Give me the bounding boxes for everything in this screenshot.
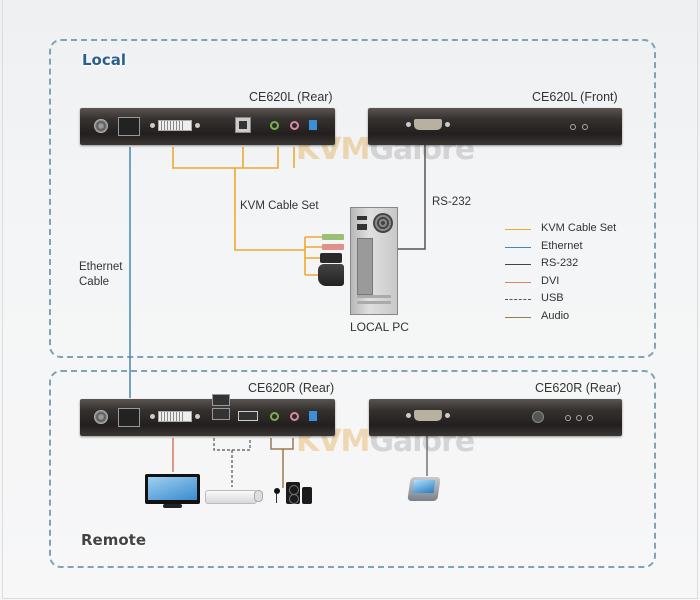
led-icon xyxy=(576,415,582,421)
led-icon xyxy=(570,124,576,130)
legend-swatch xyxy=(505,247,531,248)
led-icon xyxy=(582,124,588,130)
rj45-port-icon xyxy=(118,408,140,427)
local-pc-label: LOCAL PC xyxy=(350,320,409,334)
local-pc-icon xyxy=(350,207,398,315)
led-icon xyxy=(587,415,593,421)
dip-switch-icon xyxy=(309,411,317,421)
rs232-port-icon xyxy=(406,410,450,422)
audio-plug-icon xyxy=(322,234,344,240)
kvm-cable-set-label: KVM Cable Set xyxy=(240,200,319,212)
rs232-wire xyxy=(398,140,426,250)
audio-wire xyxy=(270,438,294,488)
audio-out-port-icon xyxy=(270,412,279,421)
microphone-icon xyxy=(272,488,280,503)
mic-port-icon xyxy=(290,121,299,130)
ce620l-rear-label: CE620L (Rear) xyxy=(249,90,333,104)
remote-zone-label: Remote xyxy=(81,531,147,549)
ce620r-rear-device xyxy=(80,394,335,436)
ethernet-cable-label-line1: Ethernet xyxy=(79,261,123,273)
local-zone xyxy=(49,39,656,358)
mic-plug-icon xyxy=(322,244,344,250)
power-jack-icon xyxy=(94,119,108,133)
legend-swatch xyxy=(505,282,531,283)
ce620r-rear-2-label: CE620R (Rear) xyxy=(535,381,622,395)
rs232-port-icon xyxy=(406,119,450,131)
ce620r-rear-label: CE620R (Rear) xyxy=(248,381,335,395)
ce620l-rear-device xyxy=(80,108,335,145)
ce620l-front-label: CE620L (Front) xyxy=(532,90,618,104)
remote-zone xyxy=(49,370,656,568)
touch-panel-icon xyxy=(407,477,441,501)
legend-swatch xyxy=(505,264,531,265)
legend-swatch xyxy=(505,299,531,300)
local-zone-label: Local xyxy=(82,51,127,69)
keyboard-icon xyxy=(205,490,257,504)
audio-out-port-icon xyxy=(270,121,279,130)
usb-a-port-icon xyxy=(212,394,230,406)
mic-port-icon xyxy=(290,412,299,421)
speaker-icon xyxy=(302,487,312,504)
rs232-label: RS-232 xyxy=(432,196,471,208)
led-icon xyxy=(565,415,571,421)
mouse-icon xyxy=(254,490,263,502)
usb-plug-icon xyxy=(320,253,342,263)
ce620l-front-device xyxy=(368,108,622,145)
speaker-icon xyxy=(286,482,300,504)
usb-a-port-icon xyxy=(212,408,230,420)
dvi-plug-icon xyxy=(318,264,344,286)
dvi-port-icon xyxy=(150,411,200,423)
monitor-icon xyxy=(145,474,200,508)
usb-wire xyxy=(213,438,251,487)
dip-switch-icon xyxy=(309,120,317,130)
rj45-port-icon xyxy=(118,117,140,136)
ethernet-cable-label-line2: Cable xyxy=(79,276,110,288)
power-jack-icon xyxy=(94,410,108,424)
button-icon xyxy=(532,411,544,423)
ce620r-rear-2-device xyxy=(369,399,622,436)
usb-a-port-icon xyxy=(238,411,258,421)
usb-b-port-icon xyxy=(235,117,251,133)
dvi-port-icon xyxy=(150,120,200,132)
legend-swatch xyxy=(505,229,531,230)
legend-swatch xyxy=(505,317,531,318)
